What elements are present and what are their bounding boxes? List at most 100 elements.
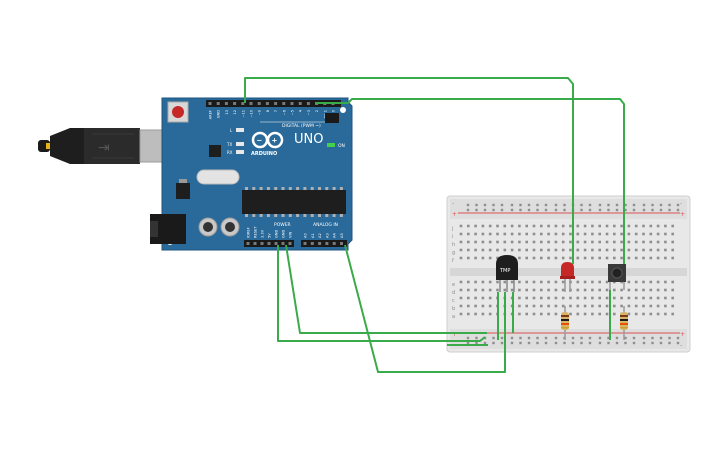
breadboard-hole[interactable]	[488, 256, 492, 260]
breadboard-hole[interactable]	[488, 240, 492, 244]
rail-hole[interactable]	[475, 341, 478, 345]
breadboard-hole[interactable]	[664, 224, 667, 228]
breadboard-hole[interactable]	[591, 280, 594, 284]
breadboard-hole[interactable]	[649, 296, 653, 300]
breadboard-hole[interactable]	[467, 224, 470, 228]
pushbutton[interactable]	[608, 264, 626, 290]
breadboard-hole[interactable]	[561, 256, 565, 260]
breadboard-hole[interactable]	[518, 232, 521, 236]
breadboard-hole[interactable]	[649, 280, 653, 284]
breadboard-hole[interactable]	[649, 288, 653, 292]
breadboard-hole[interactable]	[525, 296, 528, 300]
breadboard-hole[interactable]	[649, 248, 653, 252]
rail-hole[interactable]	[676, 203, 680, 207]
breadboard-hole[interactable]	[518, 304, 521, 308]
breadboard-hole[interactable]	[576, 224, 580, 228]
breadboard-hole[interactable]	[649, 232, 653, 236]
breadboard-hole[interactable]	[474, 232, 477, 236]
breadboard-hole[interactable]	[561, 296, 565, 300]
rail-hole[interactable]	[642, 336, 646, 340]
breadboard-hole[interactable]	[605, 240, 609, 244]
breadboard-hole[interactable]	[467, 248, 470, 252]
rail-hole[interactable]	[544, 341, 548, 345]
breadboard-hole[interactable]	[518, 248, 521, 252]
rail-hole[interactable]	[544, 336, 548, 340]
rail-hole[interactable]	[500, 203, 504, 207]
breadboard-hole[interactable]	[671, 240, 674, 244]
rail-hole[interactable]	[659, 341, 663, 345]
breadboard-hole[interactable]	[627, 312, 631, 316]
breadboard-hole[interactable]	[671, 304, 674, 308]
breadboard-hole[interactable]	[591, 240, 594, 244]
breadboard-hole[interactable]	[547, 304, 550, 308]
breadboard-hole[interactable]	[481, 296, 485, 300]
rail-hole[interactable]	[607, 341, 610, 345]
breadboard-hole[interactable]	[561, 248, 565, 252]
breadboard-hole[interactable]	[488, 288, 492, 292]
breadboard-hole[interactable]	[510, 240, 514, 244]
breadboard-hole[interactable]	[540, 224, 543, 228]
wires[interactable]	[244, 77, 625, 373]
analog-header-pins[interactable]	[303, 242, 344, 245]
breadboard-hole[interactable]	[467, 280, 470, 284]
breadboard-hole[interactable]	[642, 304, 645, 308]
rail-hole[interactable]	[607, 208, 610, 212]
breadboard-hole[interactable]	[664, 296, 667, 300]
rail-hole[interactable]	[554, 341, 558, 345]
breadboard-hole[interactable]	[642, 224, 645, 228]
breadboard-hole[interactable]	[481, 224, 485, 228]
rail-hole[interactable]	[519, 203, 522, 207]
breadboard-hole[interactable]	[656, 296, 660, 300]
breadboard-hole[interactable]	[642, 256, 645, 260]
breadboard-hole[interactable]	[634, 280, 638, 284]
wire-a0-to-sensor[interactable]	[344, 244, 506, 373]
breadboard-hole[interactable]	[634, 224, 638, 228]
breadboard-hole[interactable]	[518, 240, 521, 244]
rail-hole[interactable]	[544, 208, 548, 212]
rail-hole[interactable]	[588, 336, 592, 340]
breadboard-hole[interactable]	[481, 312, 485, 316]
breadboard-hole[interactable]	[642, 296, 645, 300]
breadboard-hole[interactable]	[627, 224, 631, 228]
digital-pin-hole[interactable]	[282, 102, 286, 105]
breadboard-hole[interactable]	[503, 248, 507, 252]
breadboard-hole[interactable]	[510, 248, 514, 252]
rail-hole[interactable]	[676, 208, 680, 212]
breadboard-hole[interactable]	[656, 280, 660, 284]
digital-pin-hole[interactable]	[249, 102, 253, 105]
breadboard-hole[interactable]	[561, 240, 565, 244]
breadboard-hole[interactable]	[525, 240, 528, 244]
rail-hole[interactable]	[588, 341, 592, 345]
rail-hole[interactable]	[492, 203, 495, 207]
breadboard-hole[interactable]	[496, 288, 499, 292]
rail-hole[interactable]	[554, 208, 558, 212]
breadboard-hole[interactable]	[540, 248, 543, 252]
breadboard-hole[interactable]	[569, 240, 572, 244]
rail-hole[interactable]	[668, 208, 671, 212]
breadboard-hole[interactable]	[496, 240, 499, 244]
rail-hole[interactable]	[563, 203, 566, 207]
breadboard-hole[interactable]	[474, 312, 477, 316]
rail-hole[interactable]	[615, 208, 619, 212]
rail-hole[interactable]	[598, 336, 602, 340]
rail-hole[interactable]	[580, 208, 583, 212]
breadboard-hole[interactable]	[488, 304, 492, 308]
breadboard-hole[interactable]	[488, 280, 492, 284]
digital-pin-hole[interactable]	[224, 102, 228, 105]
breadboard-hole[interactable]	[605, 288, 609, 292]
breadboard-hole[interactable]	[671, 296, 674, 300]
breadboard-hole[interactable]	[576, 248, 580, 252]
rail-hole[interactable]	[500, 336, 504, 340]
rail-hole[interactable]	[668, 336, 671, 340]
breadboard-hole[interactable]	[561, 232, 565, 236]
breadboard-hole[interactable]	[642, 240, 645, 244]
rail-hole[interactable]	[510, 208, 514, 212]
breadboard-hole[interactable]	[598, 232, 601, 236]
breadboard-hole[interactable]	[481, 304, 485, 308]
rail-hole[interactable]	[563, 341, 566, 345]
breadboard-hole[interactable]	[664, 240, 667, 244]
rail-hole[interactable]	[500, 341, 504, 345]
breadboard-hole[interactable]	[547, 312, 550, 316]
breadboard-hole[interactable]	[569, 296, 572, 300]
